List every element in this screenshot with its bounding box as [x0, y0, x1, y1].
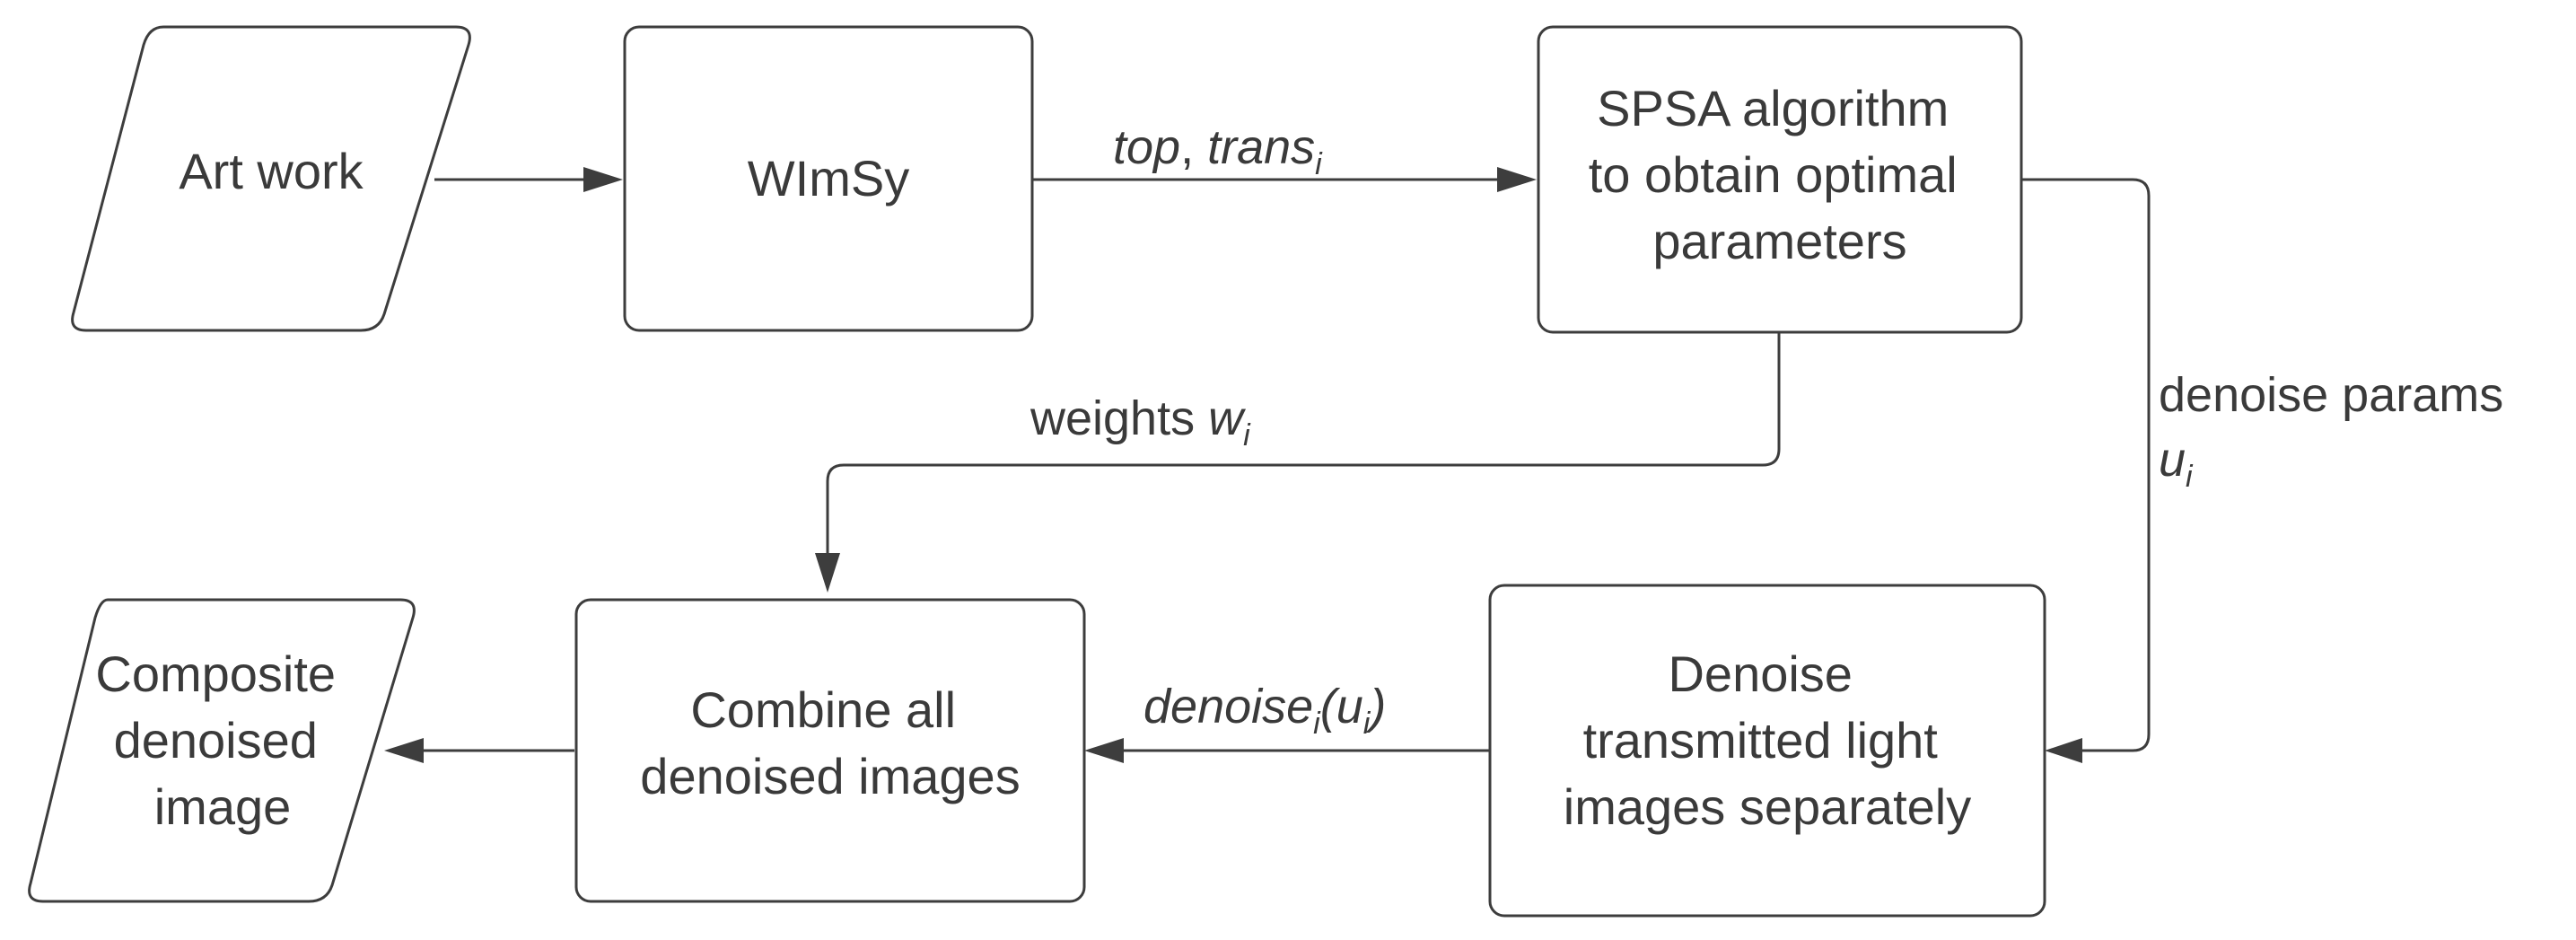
edge-label-denoise-params-var: ui	[2159, 433, 2194, 494]
parallelogram-shape	[28, 598, 416, 903]
edge-label-part: denoise params	[2159, 368, 2503, 422]
edge-label-part: (	[1320, 680, 1341, 734]
node-label-line: Art work	[179, 143, 364, 199]
edge-spsa-to-combine	[826, 332, 1781, 553]
node-label-line: to obtain optimal	[1589, 146, 1958, 203]
arrowhead-left-icon	[384, 738, 424, 763]
node-label-line: images separately	[1564, 778, 1971, 835]
edge-label-weights: weights wi	[1030, 391, 1251, 452]
process-box	[623, 25, 1034, 332]
node-label-line: Combine all	[690, 681, 956, 738]
node-wimsy: WImSy	[623, 25, 1034, 332]
node-label-line: Composite	[95, 646, 336, 702]
node-label-line: WImSy	[748, 150, 909, 206]
edge-label-subscript: i	[2186, 460, 2194, 494]
edge-label-part: denoise	[1143, 680, 1313, 734]
process-box	[574, 598, 1086, 903]
node-label-line: denoised	[114, 712, 318, 769]
edge-label-part: u	[1336, 680, 1363, 734]
edge-label-part: )	[1364, 680, 1386, 734]
arrowhead-right-icon	[583, 167, 623, 192]
node-label-line: transmitted light	[1583, 712, 1939, 769]
arrowhead-left-icon	[2045, 738, 2082, 763]
edge-label-subscript: i	[1315, 147, 1323, 181]
edge-label-subscript: i	[1243, 418, 1251, 452]
arrowhead-down-icon	[815, 553, 840, 593]
node-label-line: parameters	[1652, 213, 1906, 269]
node-label-line: SPSA algorithm	[1597, 80, 1949, 136]
node-composite: Composite denoised image	[28, 598, 416, 903]
edge-label-part: top	[1113, 120, 1180, 174]
arrowhead-left-icon	[1084, 738, 1124, 763]
node-label: Combine all denoised images	[640, 681, 1020, 804]
parallelogram-shape	[71, 25, 471, 332]
node-label: SPSA algorithm to obtain optimal paramet…	[1589, 80, 1971, 269]
edge-label-part: w	[1208, 391, 1246, 445]
edge-label-part: weights	[1030, 391, 1208, 445]
edge-label-denoise-fn: denoisei(ui)	[1143, 680, 1386, 741]
process-box	[1537, 25, 2023, 334]
node-spsa: SPSA algorithm to obtain optimal paramet…	[1537, 25, 2023, 334]
edge-label-subscript: i	[1363, 707, 1371, 741]
node-label: Art work	[179, 143, 364, 199]
node-denoise: Denoise transmitted light images separat…	[1488, 584, 2046, 918]
process-box	[1488, 584, 2046, 918]
node-art-work: Art work	[71, 25, 471, 332]
node-label: Denoise transmitted light images separat…	[1564, 646, 1971, 835]
connectors	[384, 167, 2151, 763]
node-label-line: denoised images	[640, 748, 1020, 804]
node-label-line: image	[154, 778, 292, 835]
arrowhead-right-icon	[1497, 167, 1537, 192]
edge-label-part: ,	[1180, 120, 1207, 174]
node-label: Composite denoised image	[95, 646, 349, 835]
edge-label-top-trans: top, transi	[1113, 120, 1323, 181]
edge-label-part: u	[2159, 433, 2186, 487]
edge-spsa-to-denoise	[2021, 178, 2151, 752]
edge-label-denoise-params: denoise params	[2159, 368, 2503, 422]
node-label: WImSy	[748, 150, 909, 206]
edge-label-part: trans	[1207, 120, 1315, 174]
node-combine: Combine all denoised images	[574, 598, 1086, 903]
node-label-line: Denoise	[1668, 646, 1852, 702]
edge-label-subscript: i	[1313, 707, 1321, 741]
